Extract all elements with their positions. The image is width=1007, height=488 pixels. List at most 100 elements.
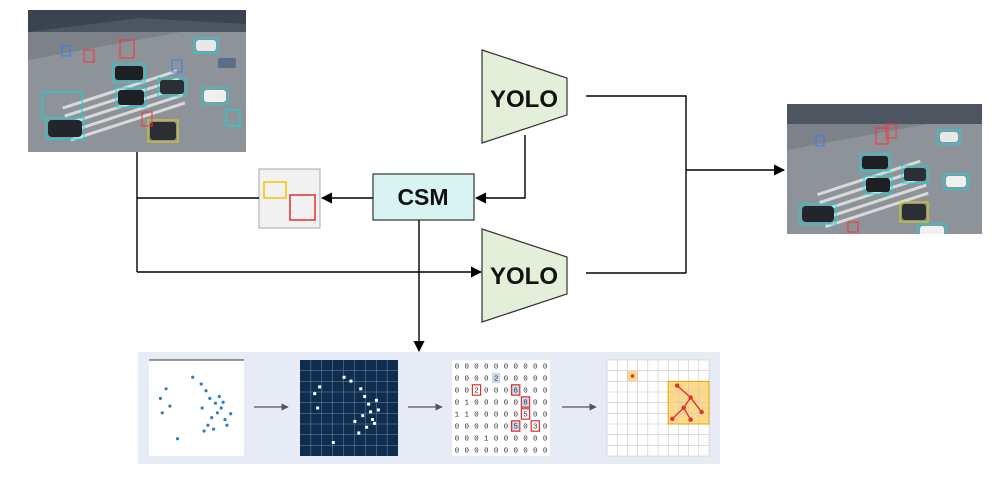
matrix-value: 2 <box>494 376 499 384</box>
cluster-graph-edge <box>683 407 692 421</box>
cluster-grid-panel <box>606 359 710 457</box>
yolo-top-output-line <box>586 95 687 273</box>
matrix-value: 0 <box>494 400 499 408</box>
csm-label: CSM <box>397 184 448 210</box>
matrix-value: 0 <box>494 388 499 396</box>
matrix-value: 0 <box>494 364 499 372</box>
matrix-value: 0 <box>513 436 518 444</box>
heat-point <box>357 431 361 435</box>
matrix-value: 0 <box>513 376 518 384</box>
matrix-highlight-cell <box>520 396 531 408</box>
matrix-value: 0 <box>543 400 548 408</box>
matrix-value: 0 <box>474 400 479 408</box>
scatter-point <box>213 401 218 405</box>
matrix-highlight-cell <box>520 408 531 420</box>
matrix-value: 0 <box>533 400 538 408</box>
matrix-value: 0 <box>533 436 538 444</box>
scatter-point <box>158 396 162 400</box>
cluster-graph-node <box>688 417 693 422</box>
matrix-value: 0 <box>464 364 469 372</box>
heat-point <box>313 392 317 396</box>
crop-regions-panel <box>258 168 321 229</box>
matrix-shaded-cell <box>511 420 520 432</box>
heat-point <box>365 425 369 429</box>
matrix-value: 0 <box>543 448 548 456</box>
matrix-value: 0 <box>464 388 469 396</box>
cluster-graph-node <box>699 409 704 415</box>
heat-point <box>376 408 380 412</box>
matrix-value: 0 <box>484 388 489 396</box>
matrix-value: 0 <box>504 448 509 456</box>
scatter-point <box>223 417 227 422</box>
matrix-value: 5 <box>513 424 518 432</box>
cluster-graph <box>670 383 704 422</box>
matrix-value: 0 <box>455 364 460 372</box>
matrix-value: 0 <box>474 364 479 372</box>
crosswalk <box>62 69 186 142</box>
matrix-value: 0 <box>504 424 509 432</box>
input-image <box>28 10 246 152</box>
matrix-value: 6 <box>513 388 518 396</box>
cluster-gridlines <box>606 359 710 457</box>
matrix-value: 0 <box>543 388 548 396</box>
heat-point <box>349 379 353 383</box>
heat-point <box>372 421 376 425</box>
matrix-value: 0 <box>533 448 538 456</box>
heat-point <box>316 406 320 410</box>
heat-gridlines <box>300 360 398 456</box>
heat-point <box>331 441 335 445</box>
scatter-panel <box>149 359 244 456</box>
matrix-highlight-cell <box>511 420 521 432</box>
matrix-value: 0 <box>464 424 469 432</box>
matrix-value: 0 <box>513 448 518 456</box>
matrix-value: 0 <box>464 376 469 384</box>
yolo-to-csm-arrow <box>474 135 526 204</box>
matrix-value: 0 <box>533 364 538 372</box>
scatter-point <box>164 387 168 391</box>
matrix-value: 0 <box>484 376 489 384</box>
matrix-value: 0 <box>484 424 489 432</box>
matrix-value: 0 <box>455 436 460 444</box>
matrix-shaded-cell <box>511 384 520 396</box>
heat-point <box>361 414 365 418</box>
scatter-point <box>212 427 216 431</box>
matrix-value: 0 <box>474 376 479 384</box>
matrix-value: 0 <box>543 424 548 432</box>
matrix-value: 1 <box>464 412 469 420</box>
matrix-value: 1 <box>464 400 469 408</box>
matrix-value: 0 <box>513 364 518 372</box>
scatter-point <box>219 406 223 410</box>
matrix-value: 0 <box>455 400 460 408</box>
matrix-value: 0 <box>464 448 469 456</box>
cluster-region-border <box>667 380 710 425</box>
matrix-value: 0 <box>464 436 469 444</box>
cluster-graph-edge <box>671 407 685 420</box>
matrix-value: 0 <box>474 424 479 432</box>
heat-point <box>369 410 373 414</box>
matrix-value: 0 <box>543 364 548 372</box>
matrix-value: 0 <box>455 448 460 456</box>
scatter-point <box>200 406 204 410</box>
matrix-value: 0 <box>474 436 479 444</box>
matrix-value: 0 <box>494 448 499 456</box>
matrix-value: 0 <box>504 388 509 396</box>
yolo-bottom-node: YOLO <box>481 228 568 323</box>
scatter-point <box>229 412 233 416</box>
scatter-point <box>175 437 180 441</box>
scatter-point <box>202 429 206 433</box>
matrix-value: 0 <box>455 376 460 384</box>
matrix-value: 0 <box>543 436 548 444</box>
scatter-points <box>158 375 233 441</box>
matrix-value: 0 <box>484 412 489 420</box>
scatter-point <box>204 389 208 393</box>
cluster-graph-edge <box>690 397 703 413</box>
matrix-value: 0 <box>494 412 499 420</box>
matrix-value: 0 <box>504 364 509 372</box>
matrix-highlight-cell <box>511 384 521 396</box>
matrix-highlight-cell <box>530 420 541 432</box>
matrix-value: 8 <box>523 400 528 408</box>
heat-point <box>359 387 363 391</box>
scatter-point <box>208 396 212 400</box>
